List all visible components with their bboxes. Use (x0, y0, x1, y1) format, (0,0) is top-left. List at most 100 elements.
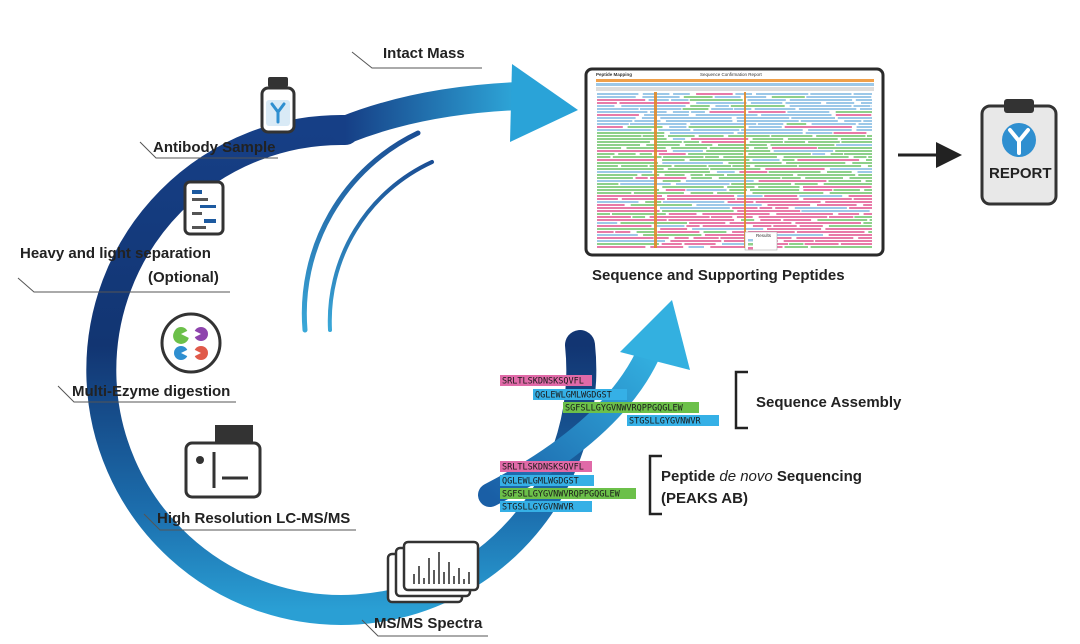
coverage-segment (828, 225, 872, 227)
coverage-segment (655, 237, 669, 239)
coverage-segment (768, 171, 821, 173)
coverage-segment (668, 135, 695, 137)
coverage-segment (650, 246, 684, 248)
coverage-segment (597, 138, 667, 140)
coverage-segment (805, 132, 833, 134)
coverage-segment (828, 180, 862, 182)
coverage-segment (689, 222, 726, 224)
coverage-segment (655, 171, 710, 173)
coverage-segment (835, 111, 872, 113)
coverage-segment (689, 159, 750, 161)
coverage-segment (706, 150, 771, 152)
heavy-light-label-line2: (Optional) (148, 269, 219, 286)
coverage-segment (801, 210, 870, 212)
coverage-segment (662, 162, 723, 164)
coverage-segment (722, 243, 751, 245)
screenshot-legend: Results (744, 231, 778, 251)
coverage-segment (688, 246, 704, 248)
coverage-segment (735, 93, 752, 95)
coverage-segment (800, 120, 838, 122)
coverage-segment (803, 198, 852, 200)
coverage-segment (823, 183, 872, 185)
coverage-segment (634, 120, 661, 122)
coverage-segment (833, 189, 860, 191)
coverage-segment (840, 243, 872, 245)
denovo-label: Peptide de novo Sequencing (661, 468, 862, 485)
coverage-segment (672, 150, 703, 152)
coverage-segment (716, 171, 735, 173)
coverage-segment (841, 141, 872, 143)
heavy-light-leader (17, 277, 230, 293)
coverage-segment (761, 114, 832, 116)
coverage-segment (856, 129, 872, 131)
coverage-segment (825, 201, 872, 203)
denovo-peptide-2: QGLEWLGMLWGDGST (502, 477, 579, 487)
coverage-segment (691, 177, 712, 179)
coverage-segment (787, 111, 830, 113)
coverage-segment (844, 153, 872, 155)
coverage-segment (836, 144, 872, 146)
coverage-segment (758, 186, 800, 188)
enzyme-digestion-icon (160, 312, 222, 374)
coverage-segment (840, 138, 872, 140)
coverage-segment (817, 219, 868, 221)
coverage-segment (643, 234, 702, 236)
coverage-segment (612, 156, 662, 158)
inner-arc-2 (327, 160, 434, 332)
coverage-segment (650, 111, 667, 113)
coverage-segment (597, 135, 642, 137)
coverage-segment (784, 141, 806, 143)
coverage-segment (771, 147, 817, 149)
coverage-segment (597, 165, 618, 167)
coverage-segment (775, 207, 789, 209)
coverage-segment (718, 144, 767, 146)
coverage-segment (597, 180, 658, 182)
coverage-segment (810, 93, 852, 95)
inner-arc-1 (301, 130, 421, 333)
coverage-segment (791, 117, 835, 119)
coverage-segment (620, 222, 687, 224)
coverage-segment (686, 189, 727, 191)
coverage-segment (648, 99, 669, 101)
coverage-segment (808, 141, 840, 143)
coverage-segment (667, 195, 735, 197)
coverage-segment (816, 135, 866, 137)
report-clipboard-icon (980, 99, 1058, 206)
coverage-segment (773, 225, 797, 227)
coverage-segment (782, 159, 795, 161)
coverage-segment (736, 117, 790, 119)
coverage-segment (758, 216, 828, 218)
coverage-segment (736, 198, 799, 200)
digestion-label: Multi-Ezyme digestion (72, 383, 230, 400)
digestion-leader (57, 385, 236, 403)
coverage-segment (642, 96, 680, 98)
coverage-segment (868, 156, 872, 158)
coverage-segment (597, 234, 638, 236)
coverage-segment (737, 210, 801, 212)
coverage-segment (705, 156, 719, 158)
coverage-segment (597, 213, 610, 215)
coverage-segment (618, 153, 636, 155)
coverage-segment (646, 144, 680, 146)
coverage-segment (812, 153, 826, 155)
coverage-segment (828, 234, 872, 236)
coverage-segment (597, 207, 656, 209)
sequence-peptides-label: Sequence and Supporting Peptides (592, 267, 845, 284)
coverage-segment (673, 93, 690, 95)
coverage-segment (686, 225, 700, 227)
coverage-segment (633, 192, 655, 194)
coverage-segment (737, 132, 803, 134)
coverage-segment (796, 237, 854, 239)
coverage-segment (748, 111, 786, 113)
coverage-segment (674, 165, 707, 167)
coverage-segment (696, 102, 747, 104)
coverage-segment (748, 153, 811, 155)
coverage-segment (752, 192, 824, 194)
denovo-peptide-3-bar (500, 488, 636, 499)
coverage-segment (770, 144, 835, 146)
coverage-segment (714, 96, 741, 98)
coverage-segment (754, 165, 798, 167)
heavy-light-label-line1: Heavy and light separation (20, 245, 211, 262)
assembly-peptide-3: SGFSLLGYGVNWVRQPPGQGLEW (565, 404, 684, 414)
